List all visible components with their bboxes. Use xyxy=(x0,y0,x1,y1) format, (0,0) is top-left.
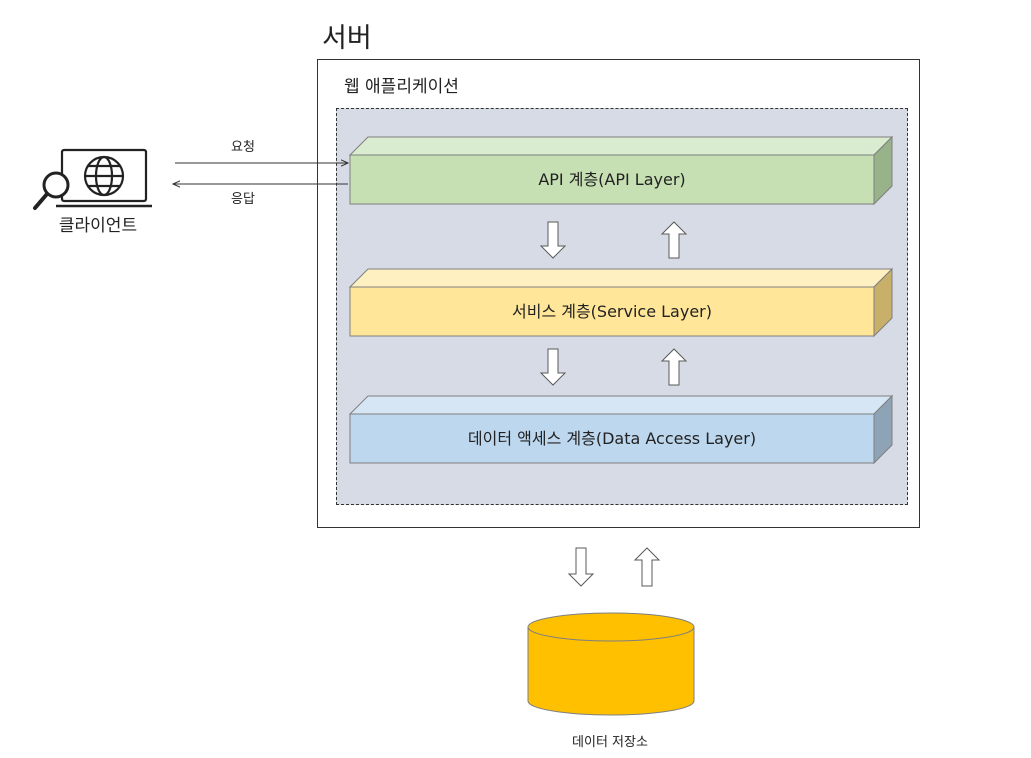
data-access-layer-top xyxy=(348,395,894,415)
api-layer-top xyxy=(348,136,894,156)
request-label: 요청 xyxy=(231,140,255,155)
up-arrow-icon xyxy=(633,547,661,587)
api-layer-front xyxy=(349,154,875,205)
down-arrow-icon xyxy=(567,547,595,587)
laptop-globe-search-icon xyxy=(33,148,152,210)
server-title: 서버 xyxy=(322,23,372,54)
service-layer-box xyxy=(348,267,894,338)
down-arrow-icon xyxy=(539,348,567,386)
data-access-layer-front xyxy=(349,413,875,464)
datastore-label: 데이터 저장소 xyxy=(572,735,648,750)
up-arrow-icon xyxy=(660,348,688,386)
data-access-layer-box xyxy=(348,394,894,465)
api-layer-label: API 계층(API Layer) xyxy=(538,170,686,189)
web-app-title: 웹 애플리케이션 xyxy=(344,77,459,97)
datastore-body xyxy=(527,626,695,716)
datastore-top xyxy=(527,612,695,642)
up-arrow-icon xyxy=(660,221,688,259)
data-access-layer-label: 데이터 액세스 계층(Data Access Layer) xyxy=(467,429,757,448)
response-label: 응답 xyxy=(231,192,255,207)
service-layer-front xyxy=(349,286,875,337)
service-layer-top xyxy=(348,268,894,288)
datastore-cylinder xyxy=(527,612,695,716)
api-layer-box xyxy=(348,135,894,206)
server-box xyxy=(317,59,920,528)
down-arrow-icon xyxy=(539,221,567,259)
service-layer-label: 서비스 계층(Service Layer) xyxy=(512,302,712,321)
client-label: 클라이언트 xyxy=(58,216,138,236)
